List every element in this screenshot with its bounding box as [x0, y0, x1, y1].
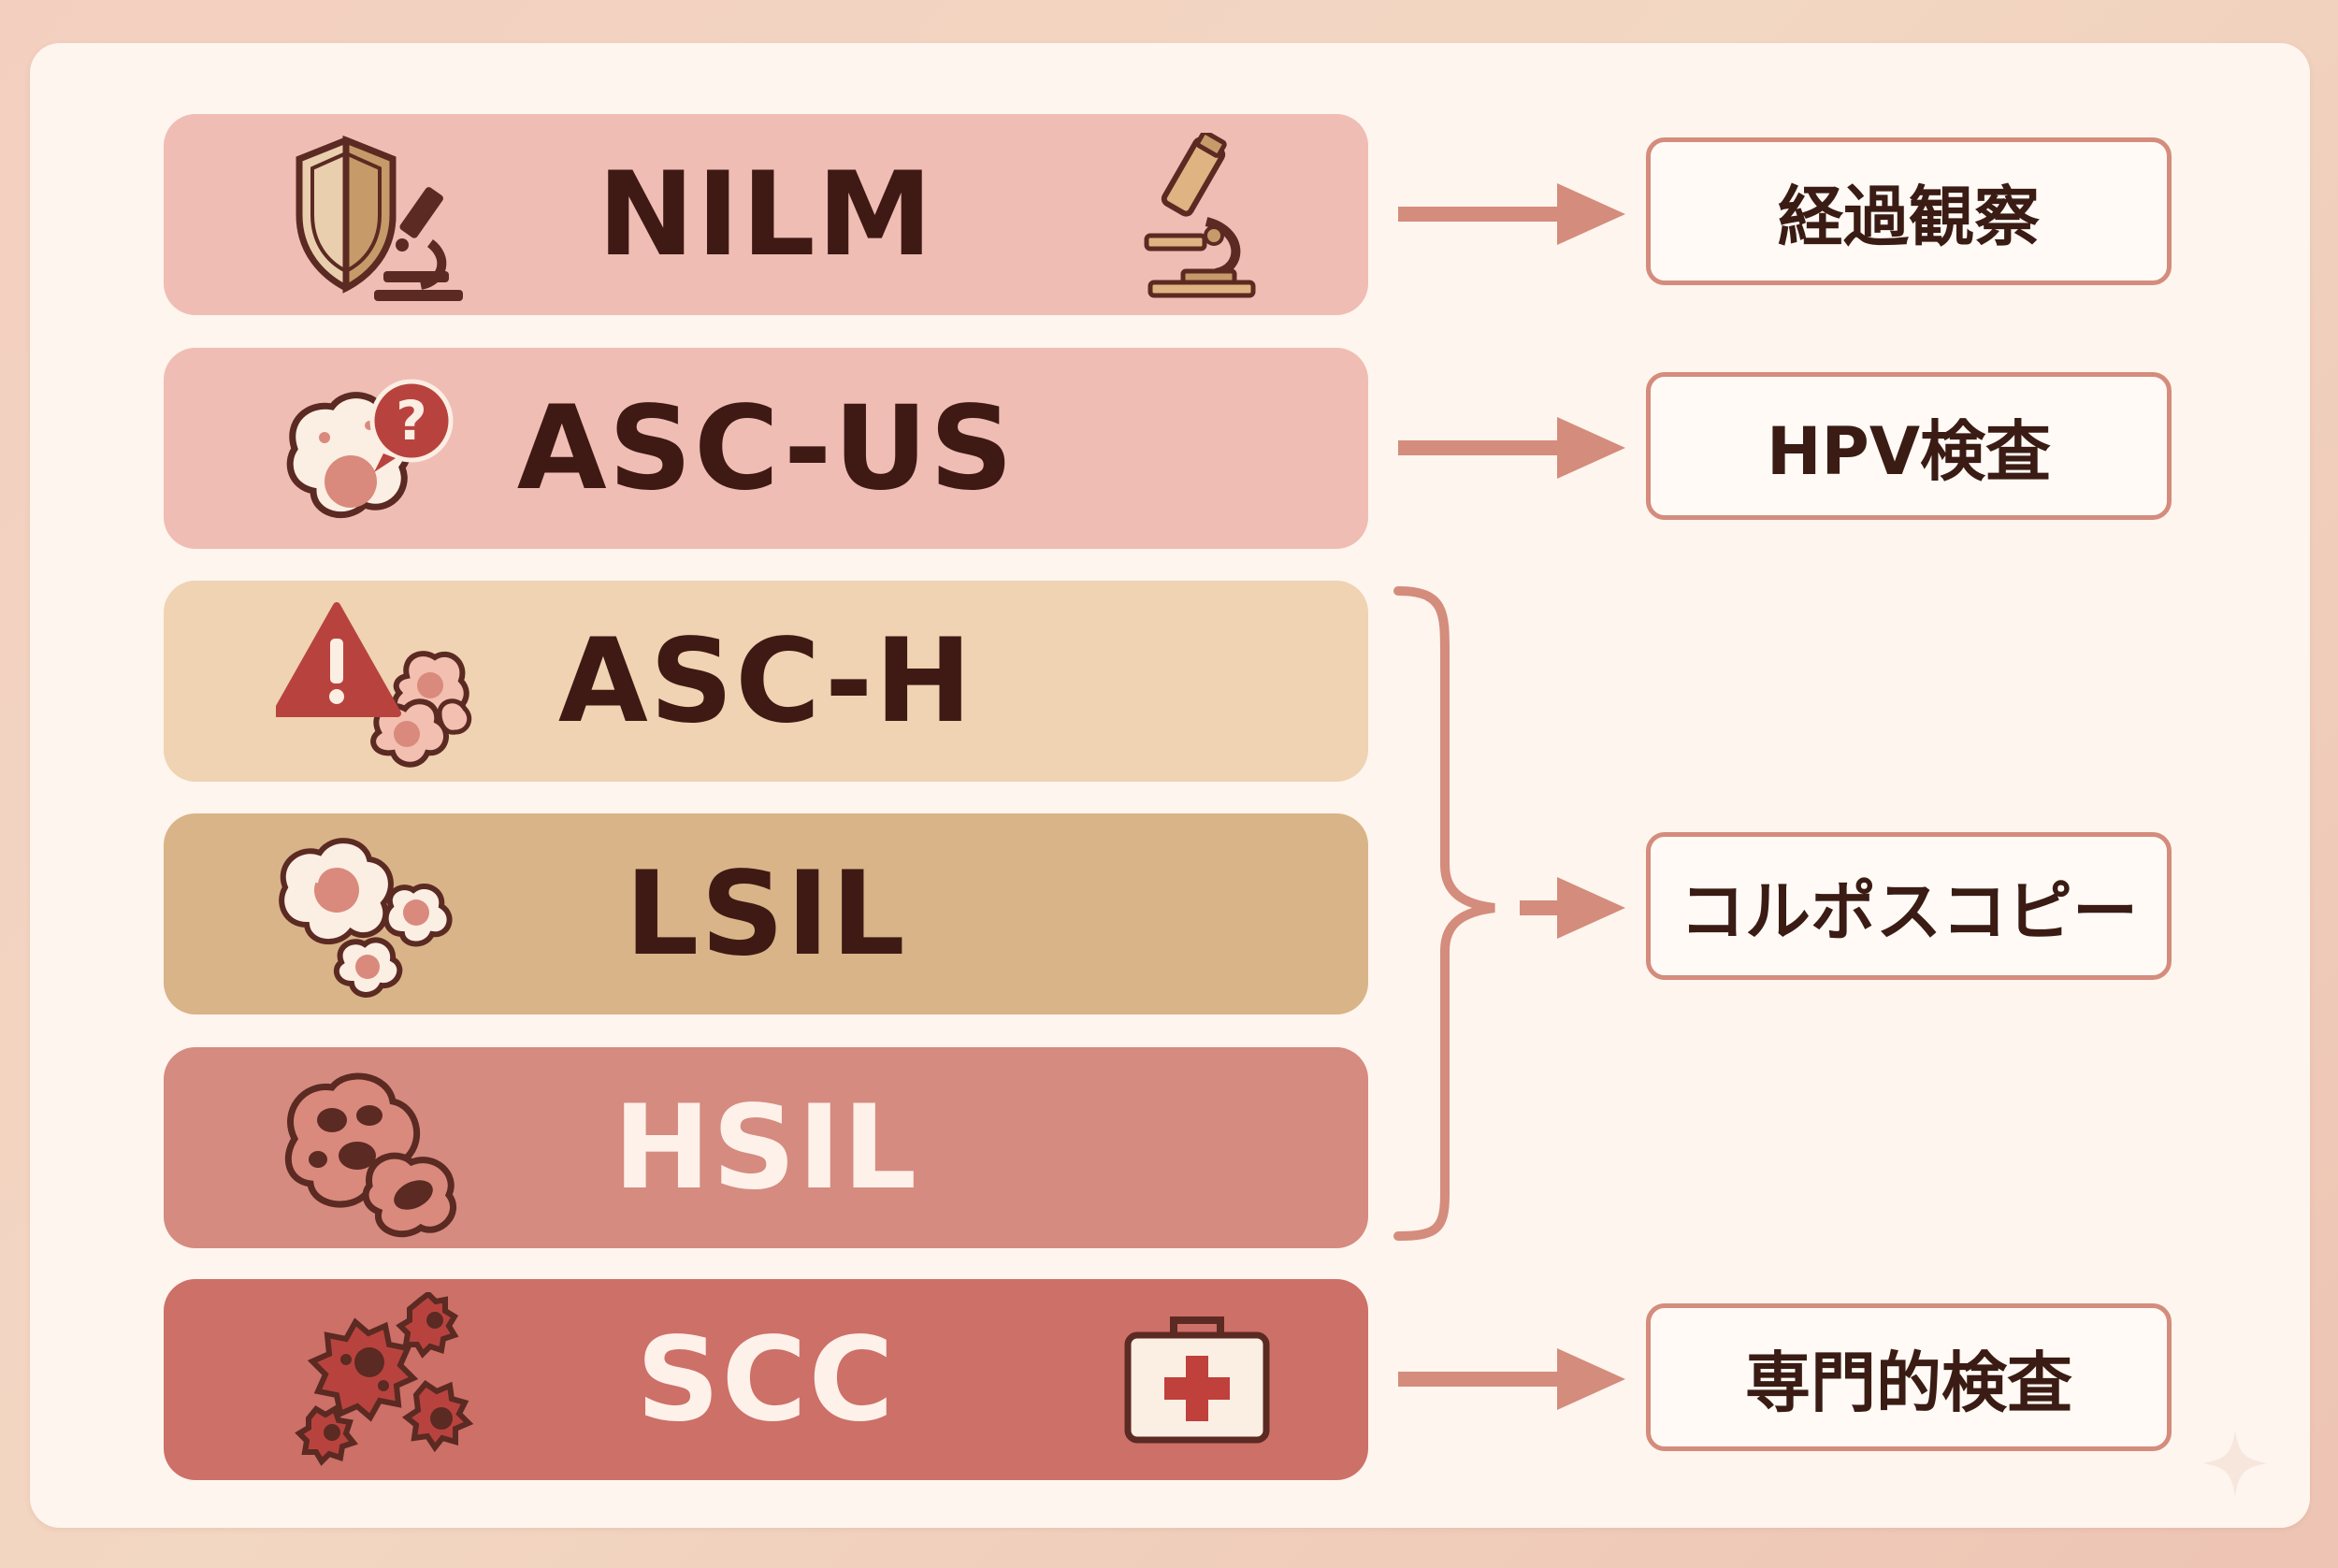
- action-label-specialist-test: 専門的検査: [1745, 1344, 2072, 1421]
- abnormal-cells-icon: [284, 1072, 457, 1238]
- category-bar-nilm: NILM: [164, 114, 1368, 315]
- cancer-cells-icon: [295, 1292, 474, 1466]
- arrow-asc-us: [1398, 417, 1625, 479]
- category-label-asc-us: ASC-US: [516, 381, 1016, 516]
- category-label-nilm: NILM: [597, 147, 935, 282]
- category-label-hsil: HSIL: [613, 1080, 919, 1216]
- action-label-hpv-test: HPV検査: [1766, 412, 2052, 490]
- category-label-asc-h: ASC-H: [557, 613, 974, 749]
- category-bar-asc-us: ASC-US ?: [164, 348, 1368, 549]
- sparkle-icon: [2202, 1431, 2268, 1496]
- shield-microscope-icon: [296, 135, 463, 301]
- microscope-icon: [1144, 133, 1256, 298]
- normal-cells-icon: [279, 838, 453, 998]
- arrow-nilm: [1398, 183, 1625, 245]
- first-aid-kit-icon: [1124, 1316, 1270, 1444]
- action-box-hpv-test: HPV検査: [1646, 372, 2172, 520]
- arrow-colposcopy: [1520, 877, 1625, 939]
- category-bar-scc: SCC: [164, 1279, 1368, 1480]
- warning-cells-icon: [276, 602, 472, 768]
- action-label-colposcopy: コルポスコピー: [1680, 872, 2138, 950]
- category-bar-lsil: LSIL: [164, 813, 1368, 1014]
- arrow-scc: [1398, 1348, 1625, 1410]
- category-bar-hsil: HSIL: [164, 1047, 1368, 1248]
- action-label-observation: 経過観察: [1778, 178, 2040, 255]
- svg-text:?: ?: [396, 389, 427, 453]
- cell-question-icon: ?: [286, 379, 454, 519]
- action-box-colposcopy: コルポスコピー: [1646, 832, 2172, 980]
- action-box-specialist-test: 専門的検査: [1646, 1303, 2172, 1451]
- category-bar-asc-h: ASC-H: [164, 581, 1368, 782]
- category-label-lsil: LSIL: [625, 846, 907, 982]
- group-bracket: [1393, 586, 1495, 1241]
- category-label-scc: SCC: [636, 1312, 896, 1447]
- action-box-observation: 経過観察: [1646, 137, 2172, 285]
